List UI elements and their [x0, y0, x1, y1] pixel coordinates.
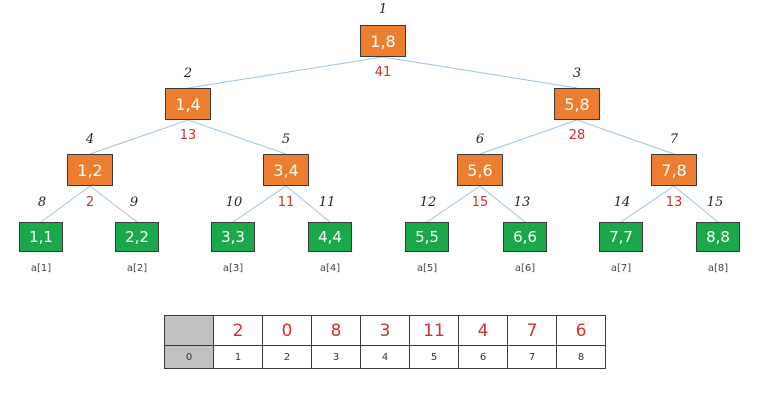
array-value-cell: 3	[360, 315, 410, 346]
array-element-label: a[6]	[514, 263, 536, 274]
node-index-label: 3	[572, 66, 582, 81]
leaf-node: 2,2	[115, 222, 159, 252]
node-sum-label: 11	[277, 195, 295, 210]
array-index-cell: 8	[556, 345, 606, 369]
node-index-label: 5	[281, 132, 291, 147]
leaf-node: 7,7	[599, 222, 643, 252]
array-element-label: a[2]	[126, 263, 148, 274]
node-index-label: 7	[669, 132, 679, 147]
array-value-cell: 0	[262, 315, 312, 346]
leaf-node: 5,5	[405, 222, 449, 252]
array-value-cell: 6	[556, 315, 606, 346]
node-index-label: 4	[85, 132, 95, 147]
internal-node: 1,8	[360, 25, 406, 57]
tree-edge	[673, 185, 719, 223]
leaf-node: 3,3	[211, 222, 255, 252]
node-index-label: 8	[37, 195, 47, 210]
array-element-label: a[3]	[222, 263, 244, 274]
node-sum-label: 28	[568, 128, 586, 143]
array-index-cell: 0	[164, 345, 214, 369]
array-index-cell: 4	[360, 345, 410, 369]
node-index-label: 13	[513, 195, 531, 210]
node-sum-label: 15	[471, 195, 489, 210]
array-index-cell: 1	[213, 345, 263, 369]
tree-edge	[426, 185, 481, 223]
array-element-label: a[7]	[610, 263, 632, 274]
leaf-node: 8,8	[696, 222, 740, 252]
node-index-label: 12	[419, 195, 437, 210]
node-sum-label: 2	[85, 195, 95, 210]
tree-edge	[89, 119, 189, 155]
tree-edge	[479, 185, 526, 223]
node-index-label: 15	[706, 195, 724, 210]
node-sum-label: 13	[179, 128, 197, 143]
tree-edge	[232, 185, 287, 223]
array-table: 2 0 8 3 11 4 7 6 0 1 2 3 4 5 6 7 8	[164, 315, 606, 369]
internal-node: 7,8	[651, 154, 697, 186]
array-element-label: a[4]	[319, 263, 341, 274]
tree-edge	[89, 185, 138, 223]
array-index-cell: 3	[311, 345, 361, 369]
tree-edge	[382, 56, 578, 89]
array-index-cell: 2	[262, 345, 312, 369]
internal-node: 1,4	[165, 88, 211, 120]
node-index-label: 9	[129, 195, 139, 210]
array-value-cell: 7	[507, 315, 557, 346]
tree-edge	[620, 185, 675, 223]
internal-node: 5,8	[554, 88, 600, 120]
node-index-label: 1	[378, 2, 388, 17]
array-element-label: a[1]	[30, 263, 52, 274]
tree-edge	[285, 185, 331, 223]
tree-edge	[187, 56, 384, 89]
array-indices-row: 0 1 2 3 4 5 6 7 8	[164, 345, 606, 369]
array-value-cell: 11	[409, 315, 459, 346]
node-index-label: 14	[613, 195, 631, 210]
leaf-node: 4,4	[308, 222, 352, 252]
array-blank-cell	[164, 315, 214, 346]
array-index-cell: 6	[458, 345, 508, 369]
array-index-cell: 7	[507, 345, 557, 369]
node-index-label: 11	[318, 195, 336, 210]
array-element-label: a[5]	[416, 263, 438, 274]
tree-edge	[576, 119, 675, 155]
array-index-cell: 5	[409, 345, 459, 369]
node-sum-label: 13	[665, 195, 683, 210]
internal-node: 1,2	[67, 154, 113, 186]
array-value-cell: 2	[213, 315, 263, 346]
array-value-cell: 8	[311, 315, 361, 346]
leaf-node: 1,1	[19, 222, 63, 252]
array-element-label: a[8]	[707, 263, 729, 274]
tree-edge	[479, 119, 578, 155]
node-index-label: 6	[475, 132, 485, 147]
node-index-label: 10	[225, 195, 243, 210]
leaf-node: 6,6	[503, 222, 547, 252]
array-value-cell: 4	[458, 315, 508, 346]
array-values-row: 2 0 8 3 11 4 7 6	[164, 315, 606, 346]
tree-edge	[40, 185, 91, 223]
node-sum-label: 41	[374, 65, 392, 80]
internal-node: 3,4	[263, 154, 309, 186]
node-index-label: 2	[183, 66, 193, 81]
tree-edge	[187, 119, 287, 155]
internal-node: 5,6	[457, 154, 503, 186]
